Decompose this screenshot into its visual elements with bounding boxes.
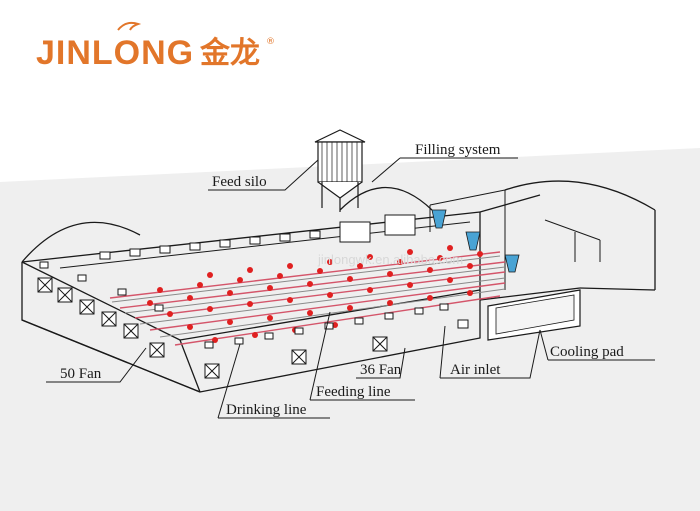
label-filling-system: Filling system xyxy=(415,142,501,158)
logo-registered: ® xyxy=(266,37,275,47)
air-inlet-icon xyxy=(457,319,469,329)
service-section xyxy=(429,180,656,301)
label-cooling-pad: Cooling pad xyxy=(550,344,624,360)
label-36-fan: 36 Fan xyxy=(360,362,402,378)
label-feed-silo: Feed silo xyxy=(212,174,267,190)
hopper-icon xyxy=(465,231,481,251)
left-roof-arch xyxy=(21,221,141,263)
label-50-fan: 50 Fan xyxy=(60,366,102,382)
watermark: jinlongwk.en.alibaba.com xyxy=(317,252,463,267)
hopper-icon xyxy=(504,254,520,273)
back-wall-windows xyxy=(99,214,416,260)
cooling-pad xyxy=(487,289,581,341)
fans-36 xyxy=(204,336,388,379)
feed-hoppers xyxy=(431,209,520,273)
feed-silo xyxy=(314,129,366,212)
ground-plane xyxy=(0,148,700,511)
brand-logo: JINLONG 金龙 ® xyxy=(36,21,275,72)
leader-lines xyxy=(46,157,655,419)
dragon-flourish-icon xyxy=(117,21,142,31)
filling-system-pipe xyxy=(339,187,433,211)
right-roof-arch xyxy=(504,180,656,211)
label-air-inlet: Air inlet xyxy=(450,362,501,378)
logo-brand-cn: 金龙 xyxy=(199,36,260,71)
logo-brand-latin: JINLONG xyxy=(36,34,194,72)
fans-50 xyxy=(37,261,165,358)
label-drinking-line: Drinking line xyxy=(226,402,307,418)
hopper-icon xyxy=(431,209,447,229)
front-wall-windows xyxy=(204,303,449,349)
label-feeding-line: Feeding line xyxy=(316,384,391,400)
